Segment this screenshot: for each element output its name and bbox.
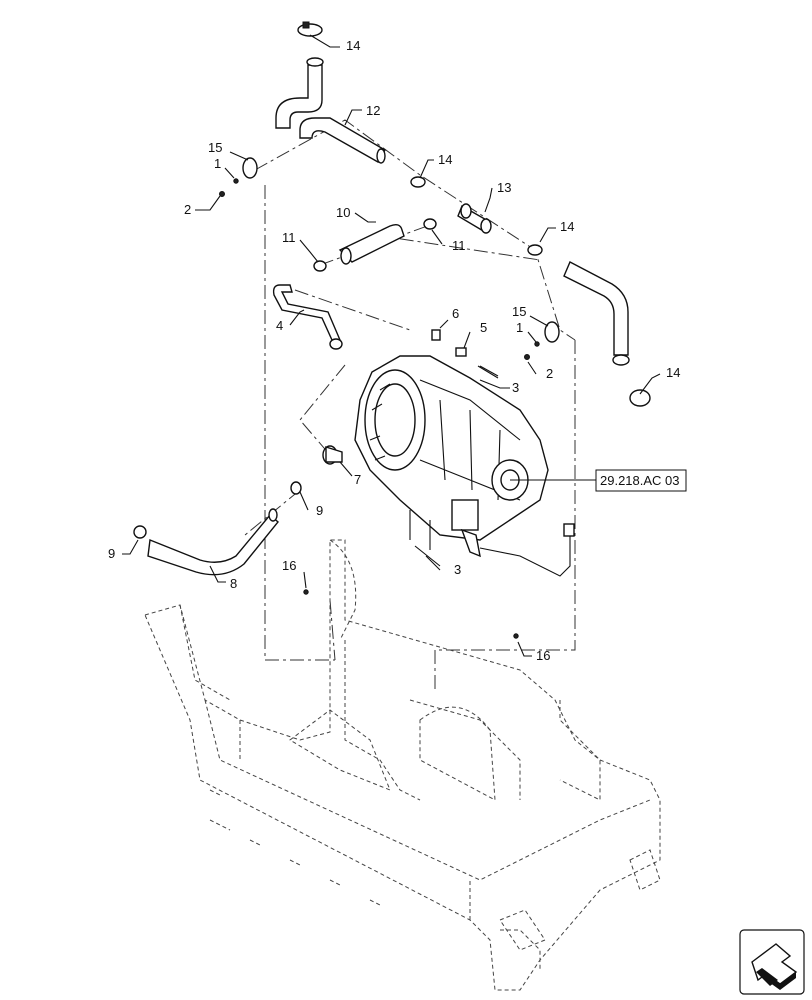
bolts-16 <box>303 589 519 639</box>
callout-3-lower: 3 <box>454 562 461 577</box>
callout-9-right: 9 <box>316 503 323 518</box>
reference-box[interactable]: 29.218.AC 03 <box>595 469 687 492</box>
callout-16-left: 16 <box>282 558 296 573</box>
callout-labels: 14 12 15 1 2 14 13 10 11 11 14 4 6 5 15 … <box>108 38 680 663</box>
callout-15-right: 15 <box>512 304 526 319</box>
callout-14-top: 14 <box>346 38 360 53</box>
callout-13: 13 <box>497 180 511 195</box>
tee-13 <box>457 203 492 234</box>
callout-5: 5 <box>480 320 487 335</box>
fitting-6-5 <box>431 329 499 377</box>
callout-11-right: 11 <box>452 238 466 253</box>
tube-4 <box>272 284 343 350</box>
clamp-15-left <box>242 157 258 179</box>
clamp-11 <box>313 218 437 272</box>
clamp-14-right <box>527 244 543 256</box>
callout-2-right: 2 <box>546 366 553 381</box>
callout-14-mid: 14 <box>438 152 452 167</box>
clamp-14-top <box>297 21 323 37</box>
clamp-9 <box>133 481 302 539</box>
transmission-assembly <box>354 355 575 577</box>
callout-8: 8 <box>230 576 237 591</box>
hose-10 <box>338 223 405 265</box>
callout-14-bottom-right: 14 <box>666 365 680 380</box>
clamp-15-right <box>544 321 560 343</box>
hose-12 <box>275 57 386 164</box>
callout-2-left: 2 <box>184 202 191 217</box>
hose-right <box>563 261 630 366</box>
bolts-1-2 <box>219 178 540 360</box>
callout-7: 7 <box>354 472 361 487</box>
clamp-14-bottom-right <box>629 389 651 407</box>
callout-4: 4 <box>276 318 283 333</box>
callout-11-left: 11 <box>282 230 296 245</box>
callout-12: 12 <box>366 103 380 118</box>
callout-1-left: 1 <box>214 156 221 171</box>
callout-14-right: 14 <box>560 219 574 234</box>
chassis-frame <box>144 539 661 991</box>
clamp-14-mid <box>410 176 426 188</box>
callout-3-upper: 3 <box>512 380 519 395</box>
callout-16-right: 16 <box>536 648 550 663</box>
reference-label: 29.218.AC 03 <box>600 473 680 488</box>
view-direction-icon[interactable] <box>739 929 805 995</box>
hose-8 <box>147 508 279 576</box>
callout-9-left: 9 <box>108 546 115 561</box>
fitting-7 <box>322 445 343 465</box>
callout-6: 6 <box>452 306 459 321</box>
leader-lines <box>122 34 661 657</box>
callout-15-left: 15 <box>208 140 222 155</box>
callout-10: 10 <box>336 205 350 220</box>
callout-1-right: 1 <box>516 320 523 335</box>
